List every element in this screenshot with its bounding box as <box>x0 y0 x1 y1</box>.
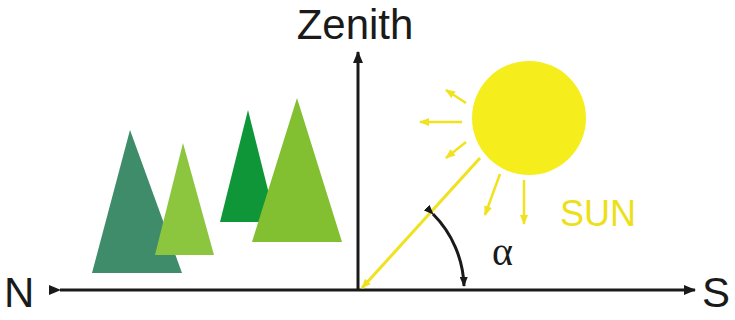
direction-label: S <box>702 272 730 314</box>
sun-disc <box>472 61 586 175</box>
direction-label: N <box>4 272 34 314</box>
angle-arc <box>433 214 464 286</box>
sun-rays <box>420 90 524 224</box>
axis-label: Zenith <box>297 4 414 46</box>
sun-label: SUN <box>560 196 636 232</box>
horizon-axis <box>60 289 695 292</box>
angle-symbol: α <box>492 232 513 272</box>
incident-ray <box>362 158 480 288</box>
zenith-axis <box>357 52 360 290</box>
trees <box>92 98 342 273</box>
